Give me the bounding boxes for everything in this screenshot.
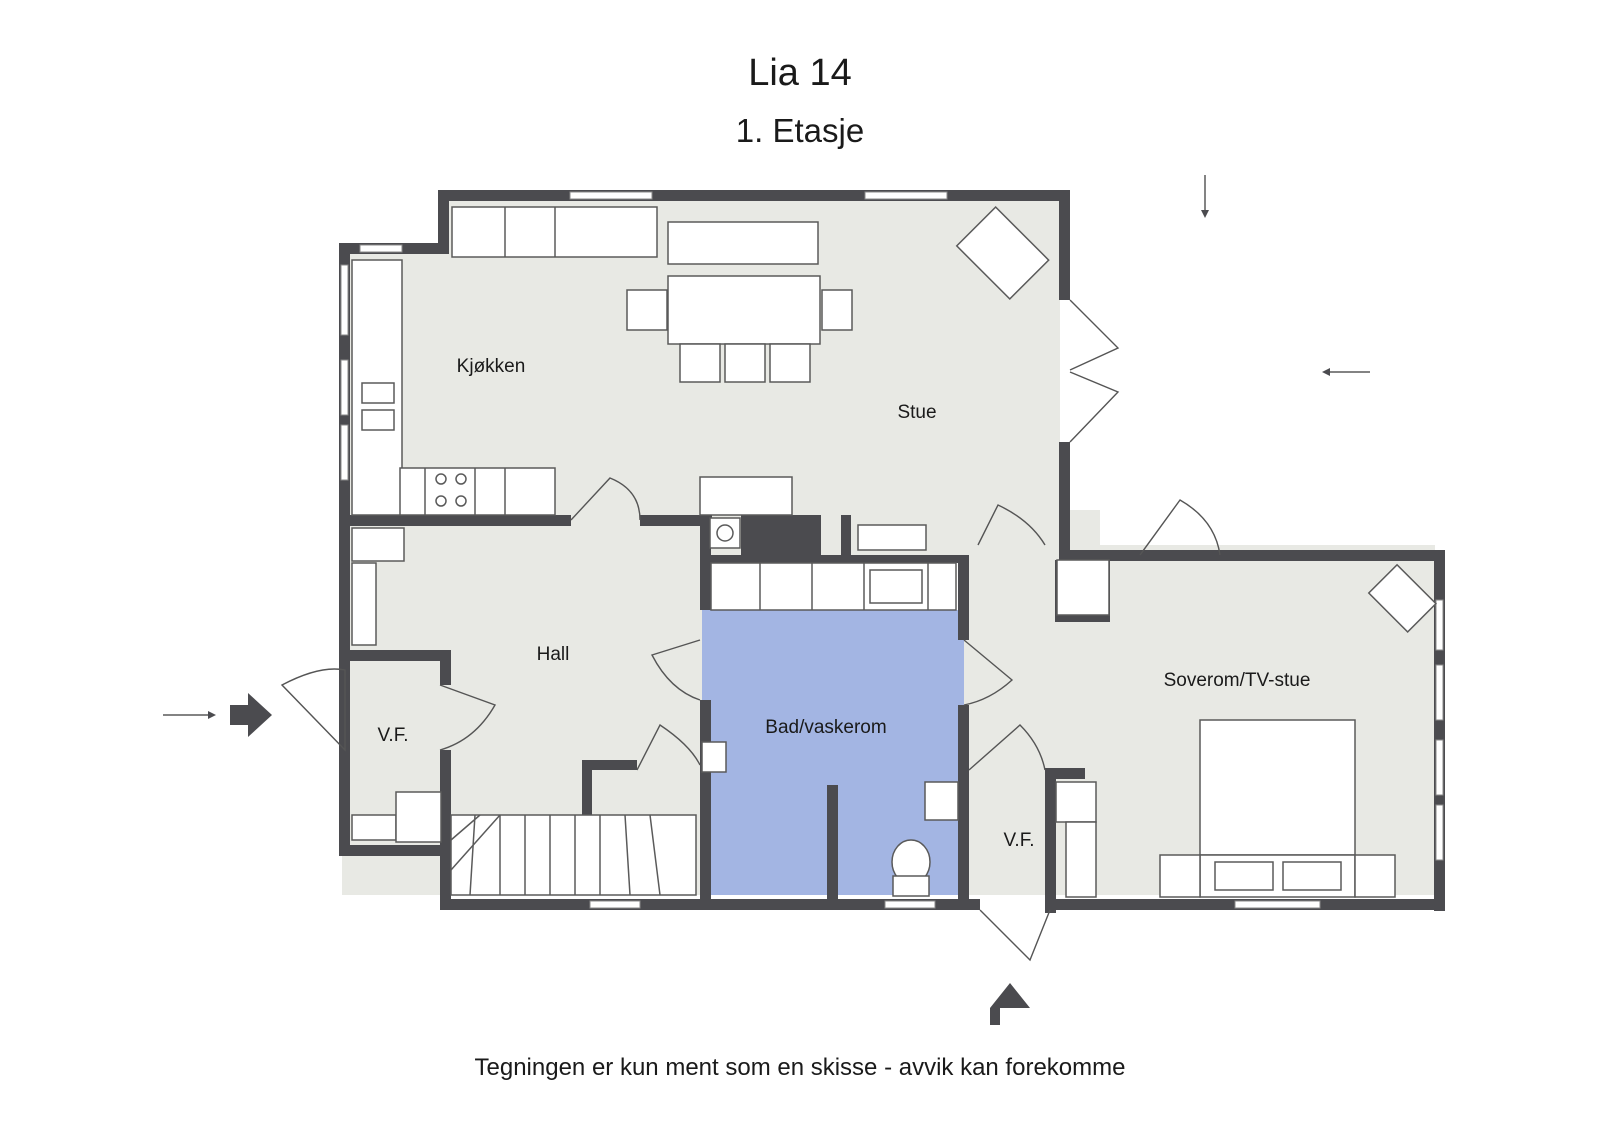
kitchen-fixtures bbox=[351, 206, 658, 516]
plan-title: Lia 14 bbox=[748, 52, 852, 94]
floor-subtitle: 1. Etasje bbox=[735, 112, 865, 149]
bedroom-fixtures bbox=[1055, 559, 1396, 898]
doors bbox=[280, 299, 1221, 962]
living-fixtures bbox=[626, 205, 1438, 634]
room-label-hall: Hall bbox=[537, 644, 570, 665]
room-label-vf-right: V.F. bbox=[1004, 830, 1035, 851]
hall-fixtures bbox=[351, 527, 697, 896]
room-label-vf-left: V.F. bbox=[378, 725, 409, 746]
main-entrance-arrow bbox=[230, 693, 272, 737]
entrance-arrows bbox=[163, 175, 1370, 1025]
room-label-bedroom: Soverom/TV-stue bbox=[1164, 670, 1311, 691]
bathroom-fixtures bbox=[701, 562, 959, 897]
disclaimer-text: Tegningen er kun ment som en skisse - av… bbox=[474, 1054, 1126, 1081]
room-label-bathroom: Bad/vaskerom bbox=[765, 717, 886, 738]
side-entrance-arrow bbox=[990, 983, 1030, 1025]
windows bbox=[340, 191, 1444, 909]
room-label-kitchen: Kjøkken bbox=[457, 356, 526, 377]
room-label-living: Stue bbox=[897, 402, 936, 423]
room-labels: Kjøkken Stue Hall V.F. Bad/vaskerom Sove… bbox=[378, 356, 1311, 851]
